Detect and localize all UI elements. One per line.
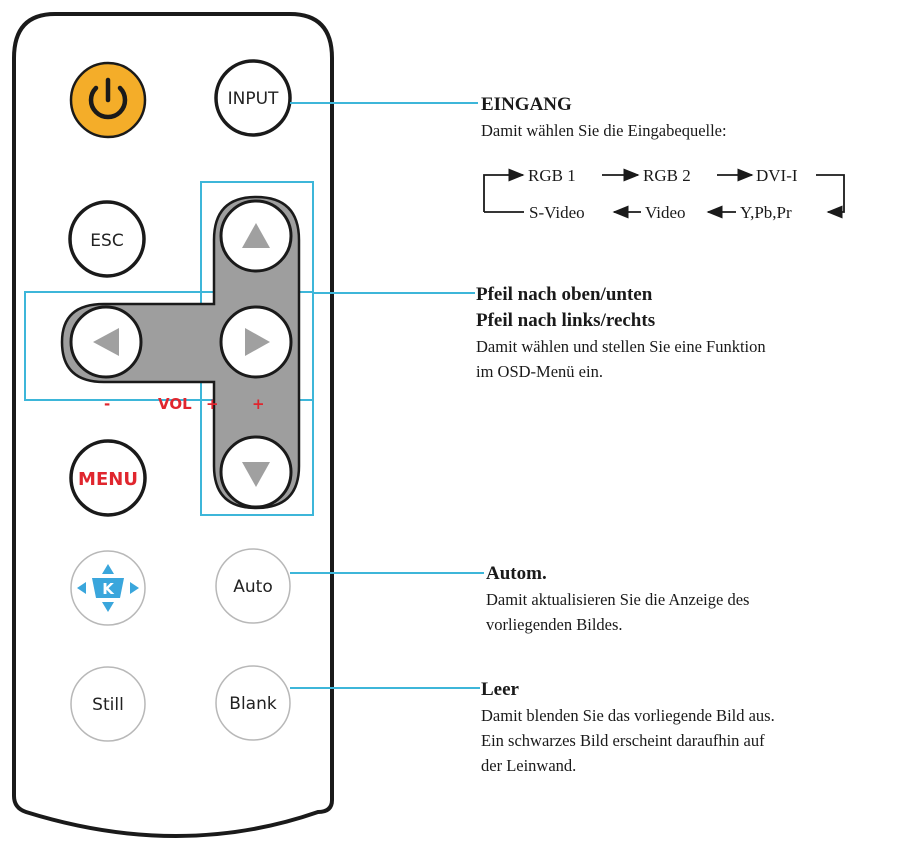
input-annotation: EINGANG Damit wählen Sie die Eingabequel…	[481, 92, 727, 143]
blank-annotation-text-1: Damit blenden Sie das vorliegende Bild a…	[481, 706, 775, 725]
keystone-button-label: K	[102, 580, 115, 598]
flow-video: Video	[645, 203, 686, 222]
down-arrow-button[interactable]	[219, 435, 293, 509]
esc-button[interactable]: ESC	[68, 200, 146, 278]
up-arrow-button[interactable]	[219, 199, 293, 273]
blank-annotation-text-3: der Leinwand.	[481, 756, 577, 775]
input-button-label: INPUT	[228, 89, 279, 109]
arrows-annotation-text-1: Damit wählen und stellen Sie eine Funkti…	[476, 337, 766, 356]
input-source-flow: RGB 1 RGB 2 DVI-I S-Video Video Y,Pb,Pr	[483, 166, 845, 222]
input-annotation-title: EINGANG	[481, 94, 572, 115]
triangle-right-icon	[245, 328, 270, 356]
flow-ypbpr: Y,Pb,Pr	[740, 203, 792, 222]
blank-annotation-title: Leer	[481, 679, 519, 700]
input-button[interactable]: INPUT	[214, 59, 292, 137]
arrows-annotation: Pfeil nach oben/unten Pfeil nach links/r…	[476, 282, 766, 384]
menu-button-label: MENU	[78, 469, 138, 490]
triangle-left-icon	[93, 328, 119, 356]
right-arrow-button[interactable]	[219, 305, 293, 379]
auto-annotation-text-2: vorliegenden Bildes.	[486, 615, 623, 634]
auto-annotation-title: Autom.	[486, 563, 547, 584]
arrows-annotation-title-1: Pfeil nach oben/unten	[476, 284, 653, 305]
blank-button-label: Blank	[229, 694, 277, 714]
arrows-annotation-text-2: im OSD-Menü ein.	[476, 362, 603, 381]
power-button[interactable]	[69, 61, 147, 139]
left-arrow-button[interactable]	[69, 305, 143, 379]
dpad-background	[60, 195, 301, 510]
triangle-up-icon	[242, 223, 270, 248]
flow-dvi: DVI-I	[756, 166, 798, 185]
vol-minus-label: -	[104, 395, 110, 413]
blank-annotation-text-2: Ein schwarzes Bild erscheint daraufhin a…	[481, 731, 765, 750]
vol-plus-label: +	[206, 395, 219, 413]
input-annotation-text: Damit wählen Sie die Eingabequelle:	[481, 121, 727, 140]
auto-button-label: Auto	[233, 577, 272, 597]
power-icon	[88, 77, 128, 120]
auto-annotation-text-1: Damit aktualisieren Sie die Anzeige des	[486, 590, 750, 609]
menu-button[interactable]: MENU	[69, 439, 147, 517]
still-button[interactable]: Still	[70, 666, 146, 742]
keystone-icon	[77, 564, 139, 612]
auto-annotation: Autom. Damit aktualisieren Sie die Anzei…	[486, 561, 749, 637]
blank-button[interactable]: Blank	[215, 665, 291, 741]
triangle-down-icon	[242, 462, 270, 487]
blank-annotation: Leer Damit blenden Sie das vorliegende B…	[481, 677, 775, 778]
arrows-annotation-title-2: Pfeil nach links/rechts	[476, 310, 656, 331]
vol-plus-label-2: +	[252, 395, 265, 413]
flow-svideo: S-Video	[529, 203, 585, 222]
dpad-horizontal-frame	[24, 291, 314, 401]
flow-rgb1: RGB 1	[528, 166, 576, 185]
vol-label: VOL	[158, 395, 192, 413]
keystone-button[interactable]: K	[70, 550, 146, 626]
auto-button[interactable]: Auto	[215, 548, 291, 624]
esc-button-label: ESC	[90, 231, 123, 251]
still-button-label: Still	[92, 695, 124, 715]
flow-rgb2: RGB 2	[643, 166, 691, 185]
